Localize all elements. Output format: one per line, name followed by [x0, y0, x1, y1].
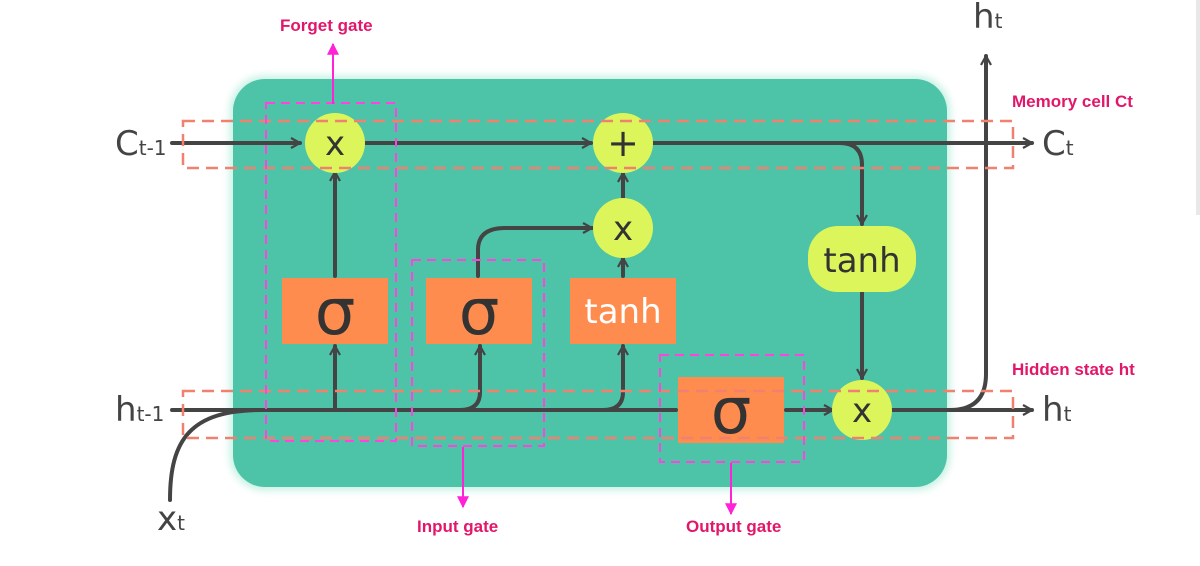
- h-top-label: ht: [973, 0, 1003, 37]
- hidden-state-outline: [181, 389, 1015, 440]
- cell-tanh-label: tanh: [823, 241, 900, 281]
- output-multiply-symbol: x: [852, 391, 872, 431]
- h-top-sub: t: [995, 9, 1003, 33]
- h-next-base: h: [1042, 390, 1064, 430]
- output-gate-outline: [659, 354, 805, 463]
- h-top-line: [948, 54, 986, 412]
- input-sigma-label: σ: [459, 276, 500, 350]
- output-sigma-block: [678, 377, 784, 443]
- cell-to-tanh-line: [838, 141, 862, 226]
- candidate-tanh-block: [570, 278, 676, 344]
- input-multiply-node: [593, 198, 653, 258]
- forget-multiply-symbol: x: [325, 124, 345, 164]
- h-prev-label: ht-1: [115, 390, 164, 430]
- annotation-arrows: [327, 42, 737, 516]
- candidate-tanh-label: tanh: [584, 292, 661, 332]
- h-top-base: h: [973, 0, 995, 37]
- flow-lines: [168, 54, 1034, 502]
- h-next-sub: t: [1064, 402, 1072, 426]
- output-multiply-node: [832, 380, 892, 440]
- add-node: [593, 113, 653, 173]
- x-in-label: xt: [157, 499, 185, 539]
- input-multiply-symbol: x: [613, 209, 633, 249]
- memory-cell-annotation: Memory cell Ct: [1012, 92, 1133, 111]
- c-prev-base: C: [115, 124, 139, 164]
- x-in-line: [168, 408, 264, 502]
- h-next-label: ht: [1042, 390, 1072, 430]
- c-prev-label: Ct-1: [115, 124, 167, 164]
- input-gate-outline: [411, 259, 545, 447]
- forget-sigma-block: [282, 278, 388, 344]
- h-prev-base: h: [115, 390, 137, 430]
- c-next-sub: t: [1066, 136, 1074, 160]
- forget-multiply-node: [305, 113, 365, 173]
- input-sigma-block: [426, 278, 532, 344]
- hidden-state-annotation: Hidden state ht: [1012, 360, 1135, 379]
- output-gate-annotation: Output gate: [686, 517, 781, 536]
- x-in-base: x: [157, 499, 177, 539]
- memory-cell-outline: [181, 119, 1015, 170]
- c-next-base: C: [1042, 124, 1066, 164]
- c-next-label: Ct: [1042, 124, 1074, 164]
- x-in-sub: t: [177, 511, 185, 535]
- frame-edge: [1196, 0, 1200, 215]
- input-gate-annotation: Input gate: [417, 517, 498, 536]
- add-symbol: +: [607, 121, 639, 165]
- forget-gate-annotation: Forget gate: [280, 16, 373, 35]
- c-prev-sub: t-1: [139, 136, 167, 160]
- h-prev-sub: t-1: [137, 402, 165, 426]
- output-sigma-label: σ: [711, 375, 752, 449]
- forget-sigma-label: σ: [315, 276, 356, 350]
- forget-gate-outline: [265, 102, 397, 442]
- cell-tanh-node: [808, 226, 916, 292]
- input-sigma-out-line: [476, 228, 594, 278]
